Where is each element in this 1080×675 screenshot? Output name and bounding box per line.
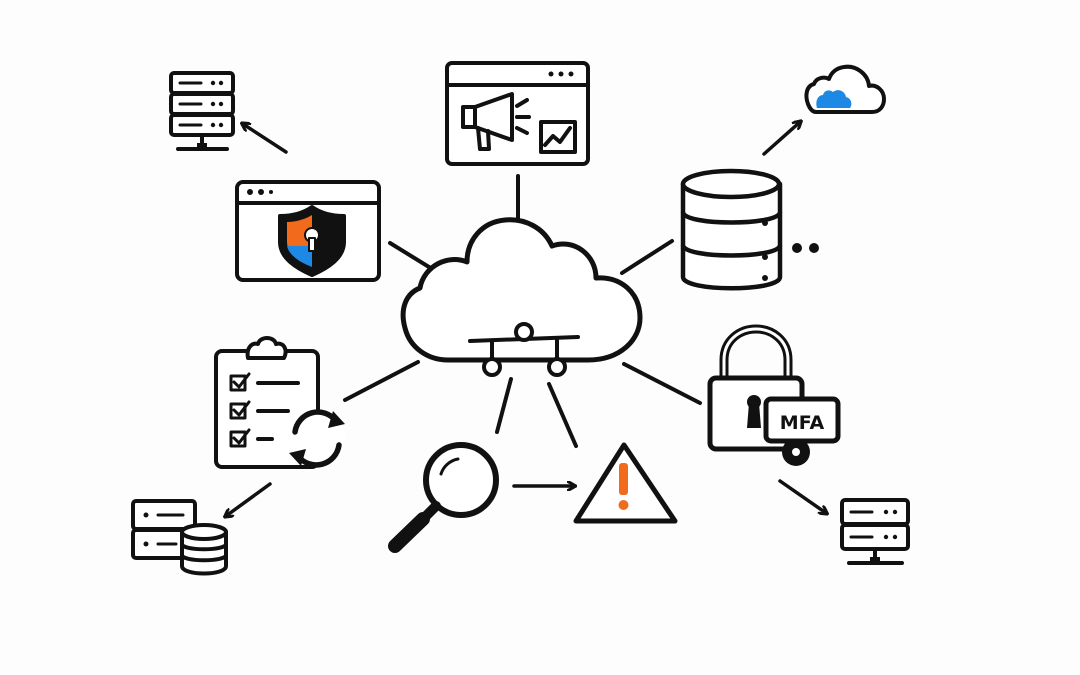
warning-triangle-icon (573, 442, 678, 524)
connectors (343, 174, 702, 448)
server-icon (169, 71, 235, 151)
cloud-icon (804, 64, 886, 114)
arrow-to-server-bottom-right (778, 479, 826, 513)
connector-mfa (622, 362, 702, 405)
shield-keyhole-browser-icon (235, 180, 381, 282)
mfa-badge-label: MFA (780, 412, 825, 434)
arrow-to-server-top-left (243, 124, 288, 154)
connector-alert (547, 382, 578, 448)
server-database-icon (131, 499, 228, 576)
clipboard-checklist-sync-icon (214, 336, 345, 469)
connector-checklist (343, 360, 420, 402)
database-icon (680, 168, 819, 291)
magnifier-icon (388, 442, 499, 553)
arrow-to-server-db-bottom-left (226, 482, 272, 516)
arrow-to-cloud-top-right (762, 122, 800, 156)
connector-database (620, 239, 674, 275)
cloud-network-icon (400, 217, 643, 377)
connector-search (495, 377, 513, 434)
arrows (226, 122, 826, 516)
megaphone-browser-icon (445, 61, 590, 166)
server-icon (840, 498, 910, 565)
padlock-icon (707, 324, 841, 466)
